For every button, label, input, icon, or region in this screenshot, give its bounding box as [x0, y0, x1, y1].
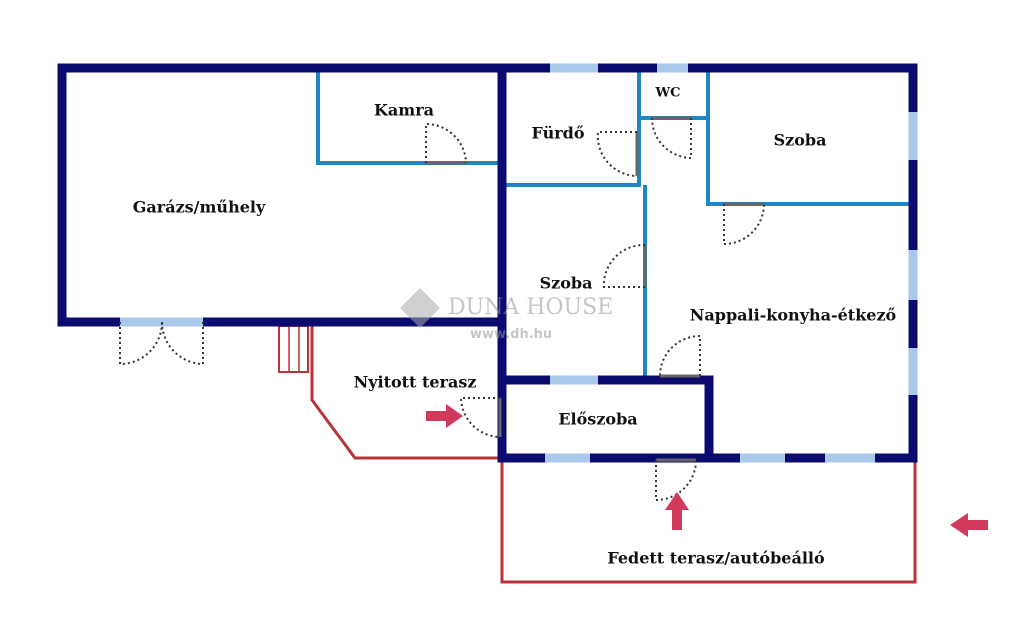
room-label-open-terrace: Nyitott terasz — [354, 373, 477, 392]
watermark: DUNA HOUSE www.dh.hu — [400, 288, 613, 342]
entrance-arrow-side — [950, 513, 988, 537]
room-label-wc: WC — [655, 86, 681, 101]
room-label-room-mid: Szoba — [540, 274, 593, 293]
room-label-covered-terrace: Fedett terasz/autóbeálló — [607, 549, 825, 568]
room-label-living: Nappali-konyha-étkező — [690, 306, 897, 325]
room-label-pantry: Kamra — [374, 101, 434, 120]
watermark-url: www.dh.hu — [470, 327, 552, 342]
logo-icon — [400, 288, 440, 328]
outer-walls — [57, 63, 918, 463]
room-label-hall: Előszoba — [558, 410, 637, 429]
room-label-bathroom: Fürdő — [532, 124, 585, 143]
entrance-arrow-hall — [665, 492, 689, 530]
windows — [120, 63, 918, 463]
doors — [119, 116, 765, 502]
watermark-brand: DUNA HOUSE — [448, 295, 613, 320]
room-label-garage: Garázs/műhely — [133, 198, 266, 217]
terrace-outlines — [278, 325, 917, 584]
room-label-room-ne: Szoba — [774, 131, 827, 150]
entrance-arrow-terrace — [426, 404, 463, 428]
steps — [278, 325, 309, 373]
